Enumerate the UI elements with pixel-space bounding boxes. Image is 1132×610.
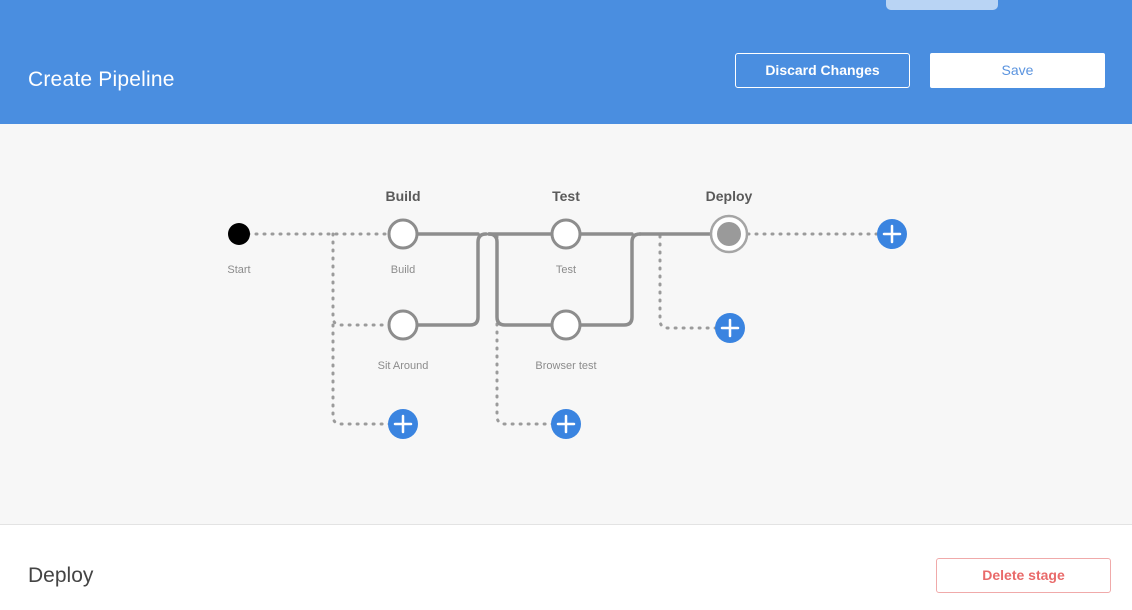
connector-build-add-job: [331, 323, 392, 426]
job-node-test[interactable]: [550, 218, 582, 250]
job-node-browser-test[interactable]: [550, 309, 582, 341]
job-node-build[interactable]: [387, 218, 419, 250]
delete-stage-button[interactable]: Delete stage: [936, 558, 1111, 593]
plus-icon: [720, 318, 740, 338]
job-node-sit-around[interactable]: [387, 309, 419, 341]
add-job-deploy-button[interactable]: [715, 313, 745, 343]
page-title: Create Pipeline: [28, 68, 175, 91]
add-job-test-button[interactable]: [551, 409, 581, 439]
job-label-build: Build: [391, 264, 415, 276]
job-label-browser-test: Browser test: [535, 360, 596, 372]
discard-changes-button[interactable]: Discard Changes: [735, 53, 910, 88]
job-label-sit-around: Sit Around: [378, 360, 429, 372]
start-node[interactable]: [228, 223, 250, 245]
stage-title-test: Test: [552, 188, 580, 204]
page-header: Create Pipeline Discard Changes Save: [0, 14, 1132, 124]
stage-detail-title: Deploy: [28, 564, 94, 587]
stage-title-deploy: Deploy: [706, 188, 753, 204]
job-node-deploy-selected[interactable]: [709, 214, 749, 254]
pipeline-canvas[interactable]: Start Build Build Sit Around Test Test B…: [0, 124, 1132, 525]
save-button[interactable]: Save: [930, 53, 1105, 88]
stage-detail-footer: Deploy Delete stage: [0, 525, 1132, 610]
start-label: Start: [227, 264, 250, 276]
top-partial-pill[interactable]: [886, 0, 998, 10]
connector-browser-test-merge: [579, 232, 642, 327]
top-accent-strip: [0, 0, 1132, 14]
plus-icon: [556, 414, 576, 434]
stage-title-build: Build: [386, 188, 421, 204]
connector-sit-around-merge: [416, 232, 488, 327]
connector-split-to-browser-test: [487, 232, 553, 327]
connector-deploy-add-job: [658, 234, 718, 330]
plus-icon: [882, 224, 902, 244]
plus-icon: [393, 414, 413, 434]
connector-test-add-job: [495, 234, 555, 426]
add-job-build-button[interactable]: [388, 409, 418, 439]
add-stage-after-deploy-button[interactable]: [877, 219, 907, 249]
connector-start-to-sit-around: [331, 232, 390, 327]
job-label-test: Test: [556, 264, 576, 276]
